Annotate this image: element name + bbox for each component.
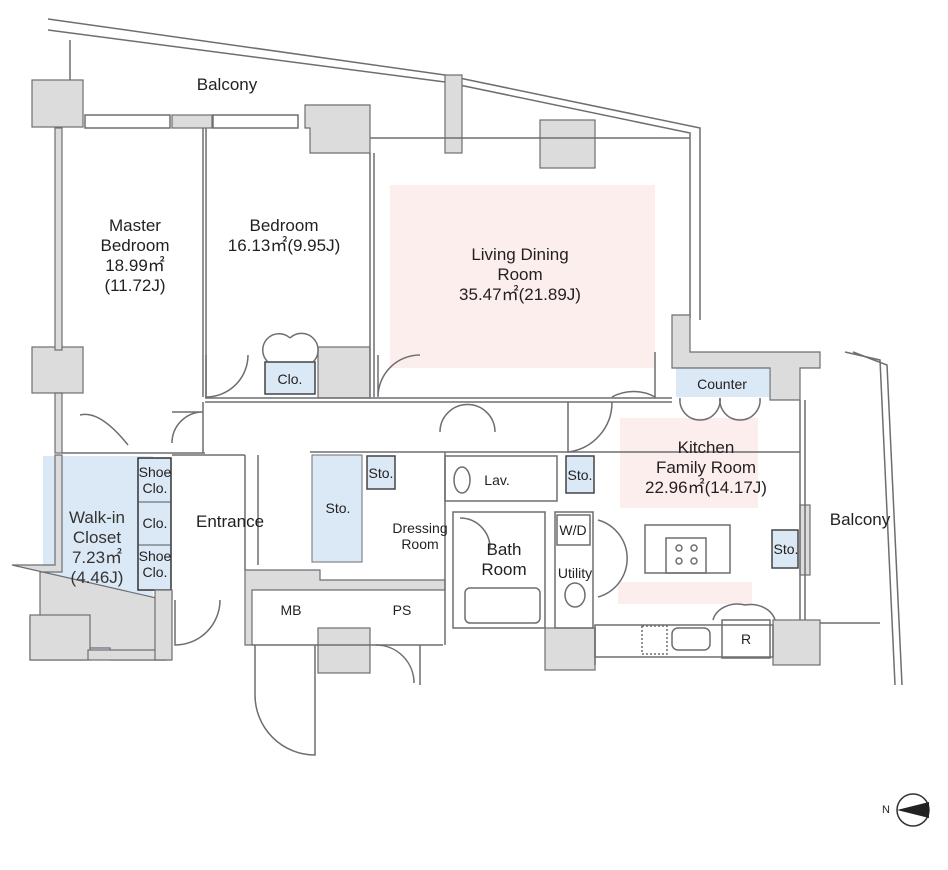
room-area: 35.47㎡(21.89J) bbox=[459, 285, 581, 304]
walls bbox=[11, 74, 821, 674]
room-name: Bath bbox=[486, 540, 522, 559]
closet-label: Clo. bbox=[142, 515, 168, 531]
counter-label: Counter bbox=[697, 376, 747, 392]
room-name: Closet bbox=[72, 528, 122, 547]
room-name: Room bbox=[481, 560, 527, 579]
room-name: Shoe bbox=[138, 464, 172, 480]
bath-room-label: Bath Room bbox=[481, 540, 526, 580]
room-name: Kitchen bbox=[677, 438, 735, 457]
room-name: Living Dining bbox=[471, 245, 569, 264]
room-name: Master bbox=[109, 216, 161, 235]
balcony-rail bbox=[47, 18, 701, 320]
balcony-right-label: Balcony bbox=[829, 510, 891, 529]
balcony-top-label: Balcony bbox=[196, 75, 258, 94]
ps-label: PS bbox=[392, 602, 412, 618]
storage-kitchen-label: Sto. bbox=[567, 467, 593, 483]
kitchen-highlight bbox=[620, 418, 758, 508]
room-area: 18.99㎡ bbox=[105, 256, 165, 275]
bedroom-closet-label: Clo. bbox=[277, 371, 303, 387]
compass-label: N bbox=[882, 804, 890, 816]
room-area: 16.13㎡(9.95J) bbox=[227, 236, 341, 255]
bedroom-label: Bedroom 16.13㎡(9.95J) bbox=[228, 216, 340, 256]
entrance-label: Entrance bbox=[195, 512, 265, 531]
lavatory-label: Lav. bbox=[484, 472, 510, 488]
storage-small-label: Sto. bbox=[368, 465, 394, 481]
mb-label: MB bbox=[280, 602, 302, 618]
room-area-j: (11.72J) bbox=[104, 276, 166, 295]
shoe-closet-2-label: Shoe Clo. bbox=[139, 548, 172, 580]
room-area-j: (4.46J) bbox=[70, 568, 124, 587]
storage-hall-label: Sto. bbox=[325, 500, 351, 516]
living-dining-label: Living Dining Room 35.47㎡(21.89J) bbox=[459, 245, 581, 305]
walk-in-closet-label: Walk-in Closet 7.23㎡ (4.46J) bbox=[69, 508, 125, 588]
room-name: Bedroom bbox=[249, 216, 319, 235]
room-name: Family Room bbox=[655, 458, 757, 477]
room-name: Clo. bbox=[142, 480, 168, 496]
utility-label: Utility bbox=[557, 565, 593, 581]
dressing-room-label: Dressing Room bbox=[392, 520, 447, 552]
room-name: Shoe bbox=[138, 548, 172, 564]
shoe-closet-1-label: Shoe Clo. bbox=[139, 464, 172, 496]
room-name: Dressing bbox=[392, 520, 448, 536]
room-name: Room bbox=[497, 265, 543, 284]
living-highlight bbox=[390, 185, 655, 368]
room-area: 7.23㎡ bbox=[71, 548, 123, 567]
kitchen-label: Kitchen Family Room 22.96㎡(14.17J) bbox=[645, 438, 767, 498]
room-name: Bedroom bbox=[100, 236, 170, 255]
compass-arrow-icon bbox=[897, 802, 929, 818]
master-bedroom-label: Master Bedroom 18.99㎡ (11.72J) bbox=[101, 216, 170, 296]
washer-dryer-label: W/D bbox=[559, 522, 587, 538]
storage-right-label: Sto. bbox=[773, 541, 799, 557]
room-name: Room bbox=[401, 536, 439, 552]
room-area: 22.96㎡(14.17J) bbox=[645, 478, 767, 497]
room-name: Clo. bbox=[142, 564, 168, 580]
room-name: Walk-in bbox=[68, 508, 126, 527]
interior-walls bbox=[62, 114, 806, 756]
refrigerator-label: R bbox=[740, 631, 752, 647]
